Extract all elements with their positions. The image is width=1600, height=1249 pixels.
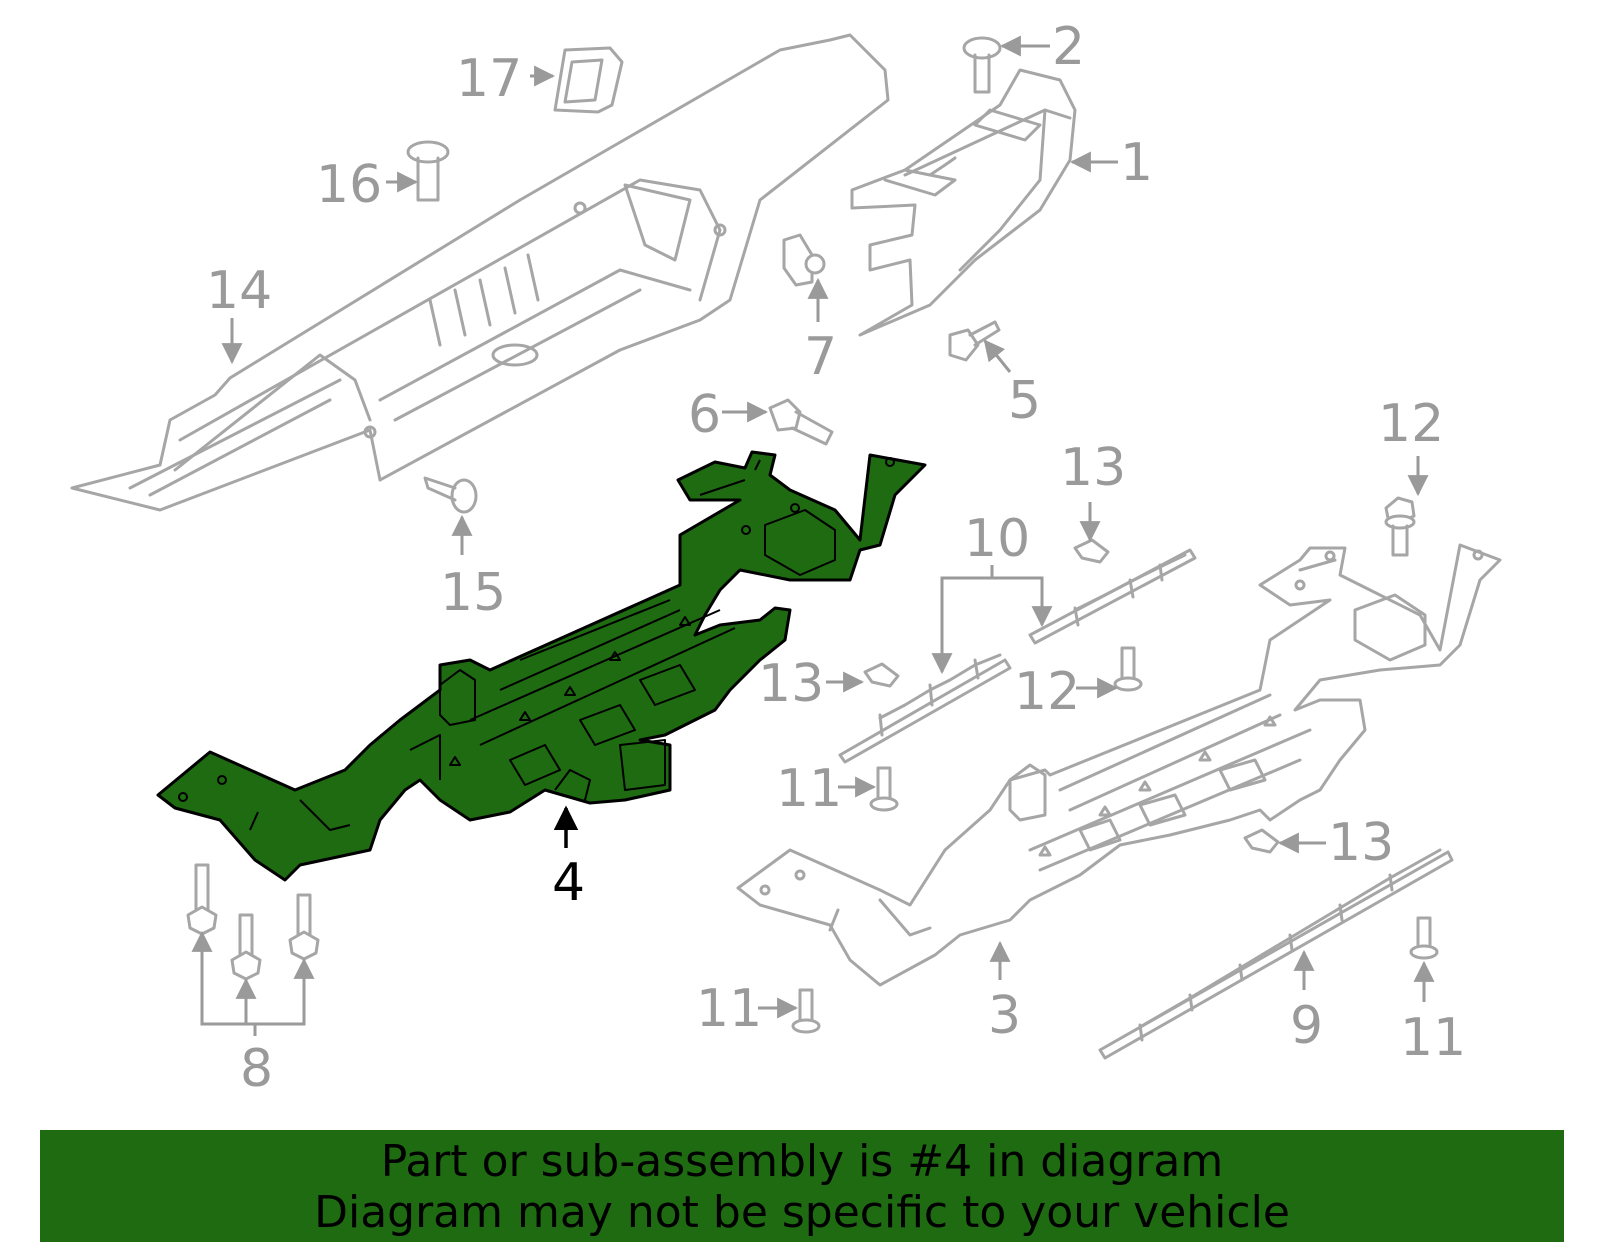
callout-2: 2 (1052, 17, 1085, 77)
part-1-end-cap (850, 68, 1077, 337)
callout-numbers: 1 2 3 4 5 6 7 8 9 10 11 11 11 12 12 13 1… (206, 17, 1466, 1099)
part-3-frame (736, 543, 1502, 987)
part-4-frame-highlighted (156, 450, 927, 882)
callout-14: 14 (206, 261, 272, 321)
callout-1: 1 (1120, 133, 1153, 193)
notice-line-disclaimer: Diagram may not be specific to your vehi… (314, 1187, 1290, 1238)
part-11-bolts (791, 766, 1439, 1034)
callout-10: 10 (964, 509, 1030, 569)
part-15-bolt (423, 476, 478, 514)
callout-13-a: 13 (1060, 438, 1126, 498)
part-10-brackets (838, 548, 1197, 764)
callout-11-a: 11 (776, 759, 842, 819)
callout-12-b: 12 (1014, 662, 1080, 722)
callout-3: 3 (988, 986, 1021, 1046)
notice-banner: Part or sub-assembly is #4 in diagram Di… (40, 1130, 1564, 1242)
callout-11-b: 11 (696, 979, 762, 1039)
callout-4: 4 (552, 853, 585, 913)
callout-12-a: 12 (1378, 394, 1444, 454)
part-14-step-pad (70, 33, 890, 512)
leader-lines (191, 35, 1435, 1036)
callout-9: 9 (1290, 996, 1323, 1056)
part-13-clips (863, 538, 1280, 854)
callout-13-c: 13 (1328, 813, 1394, 873)
part-2-bolt (962, 36, 1002, 94)
part-9-bracket (1098, 848, 1454, 1060)
part-17-pad-insert (553, 46, 624, 114)
part-6-bolt (768, 398, 834, 446)
callout-17: 17 (456, 49, 522, 109)
part-12-bolts (1113, 496, 1416, 692)
callout-15: 15 (440, 563, 506, 623)
callout-13-b: 13 (758, 654, 824, 714)
callout-11-c: 11 (1400, 1008, 1466, 1068)
callout-16: 16 (316, 155, 382, 215)
part-7-clip-nut (782, 233, 826, 287)
callout-5: 5 (1008, 371, 1041, 431)
callout-7: 7 (804, 327, 837, 387)
part-16-plug (406, 140, 450, 202)
part-8-bolts (186, 863, 320, 981)
callout-8: 8 (240, 1039, 273, 1099)
callout-6: 6 (688, 385, 721, 445)
part-5-bolt (948, 320, 1001, 362)
notice-line-part: Part or sub-assembly is #4 in diagram (380, 1136, 1224, 1187)
